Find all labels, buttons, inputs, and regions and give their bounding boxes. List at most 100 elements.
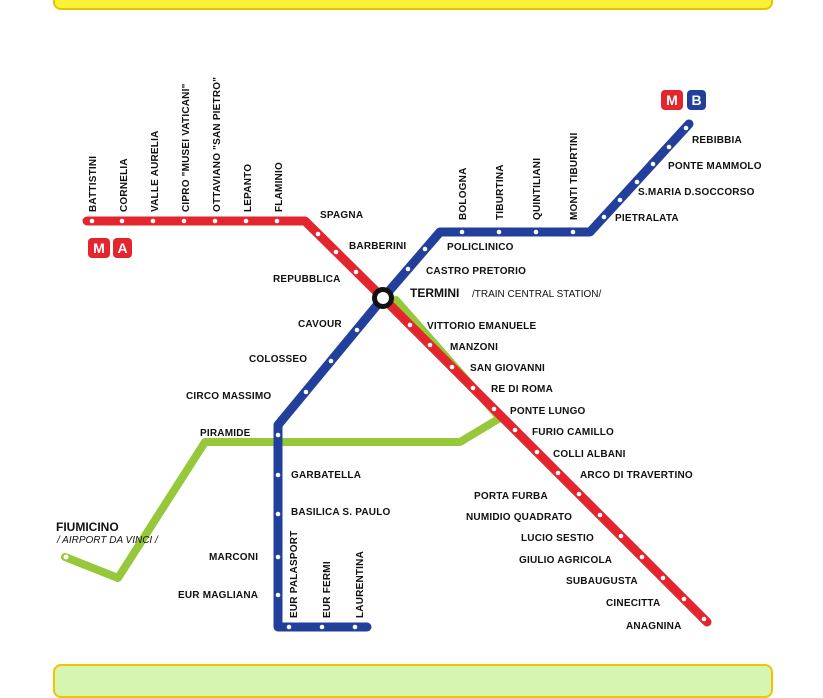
station-eur-palasport[interactable]: EUR PALASPORT <box>289 531 300 618</box>
station-giulio-agricola[interactable]: GIULIO AGRICOLA <box>519 555 612 566</box>
stop-dot <box>576 491 582 497</box>
line-a-badge: M A <box>88 238 132 258</box>
station-pietralata[interactable]: PIETRALATA <box>615 213 679 224</box>
station-termini[interactable]: TERMINI /TRAIN CENTRAL STATION/ <box>410 286 601 300</box>
station-furio-camillo[interactable]: FURIO CAMILLO <box>532 427 614 438</box>
interchange-ring-icon[interactable] <box>372 287 394 309</box>
stop-dot <box>422 246 428 252</box>
stop-dot <box>459 229 465 235</box>
station-rebibbia[interactable]: REBIBBIA <box>692 135 742 146</box>
station-ponte-lungo[interactable]: PONTE LUNGO <box>510 406 586 417</box>
stop-dot <box>491 406 497 412</box>
station-garbatella[interactable]: GARBATELLA <box>291 470 361 481</box>
stop-dot <box>666 144 672 150</box>
station-porta-furba[interactable]: PORTA FURBA <box>474 491 548 502</box>
termini-label: TERMINI <box>410 286 459 300</box>
stop-dot <box>303 389 309 395</box>
station-cinecitta[interactable]: CINECITTA <box>606 598 660 609</box>
station-battistini[interactable]: BATTISTINI <box>88 156 99 212</box>
station-santa-maria-soccorso[interactable]: S.MARIA D.SOCCORSO <box>638 187 755 198</box>
station-circo-massimo[interactable]: CIRCO MASSIMO <box>186 391 271 402</box>
station-valle-aurelia[interactable]: VALLE AURELIA <box>150 131 161 213</box>
station-policlinico[interactable]: POLICLINICO <box>447 242 514 253</box>
station-laurentina[interactable]: LAURENTINA <box>355 551 366 618</box>
stop-dot <box>449 364 455 370</box>
stop-dot <box>150 218 156 224</box>
stop-dot <box>533 229 539 235</box>
stop-dot <box>470 385 476 391</box>
station-fiumicino[interactable]: FIUMICINO / AIRPORT DA VINCI / <box>56 520 159 546</box>
stop-dot <box>315 231 321 237</box>
stop-dot <box>405 266 411 272</box>
stop-dot <box>275 472 281 478</box>
stop-dot <box>286 624 292 630</box>
station-eur-fermi[interactable]: EUR FERMI <box>322 561 333 618</box>
station-repubblica[interactable]: REPUBBLICA <box>273 274 341 285</box>
stop-dot <box>275 511 281 517</box>
station-colli-albani[interactable]: COLLI ALBANI <box>553 449 626 460</box>
stop-dot <box>597 512 603 518</box>
station-numidio-quadrato[interactable]: NUMIDIO QUADRATO <box>466 512 572 523</box>
stop-dot <box>634 179 640 185</box>
line-b-badge: M B <box>661 90 706 110</box>
station-monti-tiburtini[interactable]: MONTI TIBURTINI <box>569 133 580 220</box>
station-lepanto[interactable]: LEPANTO <box>243 164 254 212</box>
stop-dot <box>354 327 360 333</box>
station-barberini[interactable]: BARBERINI <box>349 241 406 252</box>
station-cornelia[interactable]: CORNELIA <box>119 158 130 212</box>
stop-dot <box>319 624 325 630</box>
station-arco-di-travertino[interactable]: ARCO DI TRAVERTINO <box>580 470 693 481</box>
top-banner <box>53 0 773 10</box>
station-piramide[interactable]: PIRAMIDE <box>200 428 251 439</box>
line-a-stops <box>89 218 707 622</box>
station-cipro[interactable]: CIPRO "MUSEI VATICANI" <box>181 83 192 212</box>
stop-dot <box>701 616 707 622</box>
stop-dot <box>275 432 281 438</box>
line-b-north-labels: BOLOGNA TIBURTINA QUINTILIANI MONTI TIBU… <box>458 133 580 220</box>
station-lucio-sestio[interactable]: LUCIO SESTIO <box>521 533 594 544</box>
station-spagna[interactable]: SPAGNA <box>320 210 363 221</box>
line-a-east-labels: SPAGNA BARBERINI REPUBBLICA VITTORIO EMA… <box>273 210 693 632</box>
station-bologna[interactable]: BOLOGNA <box>458 167 469 220</box>
line-a-letter: A <box>117 240 127 256</box>
stop-dot <box>89 218 95 224</box>
stop-dot <box>275 592 281 598</box>
station-castro-pretorio[interactable]: CASTRO PRETORIO <box>426 266 526 277</box>
station-eur-magliana[interactable]: EUR MAGLIANA <box>178 590 258 601</box>
stop-dot <box>639 554 645 560</box>
stop-dot <box>512 427 518 433</box>
stop-dot <box>181 218 187 224</box>
station-anagnina[interactable]: ANAGNINA <box>626 621 682 632</box>
stop-dot <box>570 229 576 235</box>
station-san-giovanni[interactable]: SAN GIOVANNI <box>470 363 545 374</box>
stop-dot <box>427 342 433 348</box>
station-quintiliani[interactable]: QUINTILIANI <box>532 158 543 220</box>
stop-dot <box>683 125 689 131</box>
stop-dot <box>119 218 125 224</box>
station-flaminio[interactable]: FLAMINIO <box>274 162 285 212</box>
stop-dot <box>555 470 561 476</box>
stop-dot <box>601 214 607 220</box>
stop-dot <box>534 449 540 455</box>
station-marconi[interactable]: MARCONI <box>209 552 258 563</box>
station-tiburtina[interactable]: TIBURTINA <box>495 164 506 220</box>
stop-dot <box>63 554 69 560</box>
station-colosseo[interactable]: COLOSSEO <box>249 354 307 365</box>
stop-dot <box>617 197 623 203</box>
station-re-di-roma[interactable]: RE DI ROMA <box>491 384 553 395</box>
station-ponte-mammolo[interactable]: PONTE MAMMOLO <box>668 161 762 172</box>
stop-dot <box>650 161 656 167</box>
station-ottaviano[interactable]: OTTAVIANO "SAN PIETRO" <box>212 77 223 212</box>
metro-m-icon: M <box>93 240 105 256</box>
fiumicino-label: FIUMICINO <box>56 520 119 534</box>
stop-dot <box>496 229 502 235</box>
station-vittorio-emanuele[interactable]: VITTORIO EMANUELE <box>427 321 536 332</box>
stop-dot <box>407 322 413 328</box>
station-subaugusta[interactable]: SUBAUGUSTA <box>566 576 638 587</box>
station-basilica[interactable]: BASILICA S. PAULO <box>291 507 391 518</box>
fiumicino-sublabel: / AIRPORT DA VINCI / <box>56 535 159 546</box>
station-manzoni[interactable]: MANZONI <box>450 342 498 353</box>
line-b-labels: REBIBBIA PONTE MAMMOLO S.MARIA D.SOCCORS… <box>178 135 762 601</box>
line-b-stops <box>275 125 689 630</box>
station-cavour[interactable]: CAVOUR <box>298 319 342 330</box>
